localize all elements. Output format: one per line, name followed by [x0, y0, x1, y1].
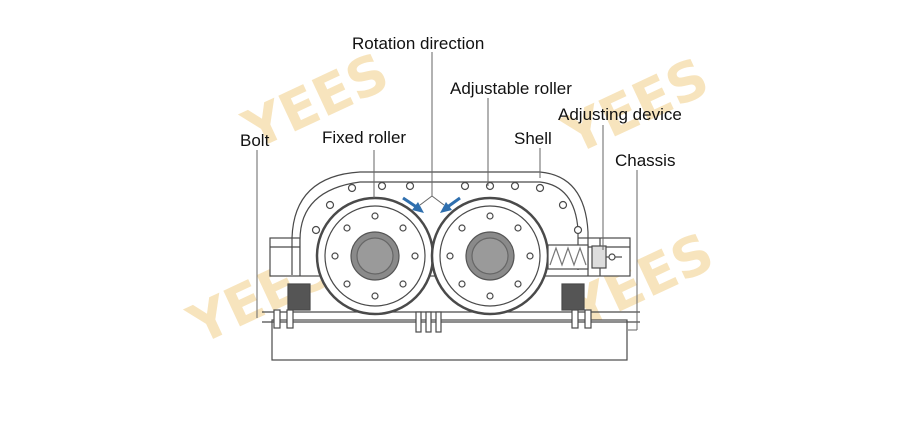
left-bearing-block [287, 283, 311, 311]
label-rotation-direction: Rotation direction [352, 34, 484, 53]
fixed-roller [315, 196, 435, 316]
leader-lines [256, 52, 638, 331]
label-chassis: Chassis [615, 151, 675, 170]
adjustable-roller [430, 196, 550, 316]
label-fixed-roller: Fixed roller [322, 128, 406, 147]
label-adjustable-roller: Adjustable roller [450, 79, 572, 98]
anchor-bolts [273, 309, 592, 333]
label-adjusting-device: Adjusting device [558, 105, 682, 124]
adjusting-device [547, 244, 622, 270]
arrow-left-head [412, 202, 424, 213]
right-bearing-block [561, 283, 585, 311]
arrow-right-head [440, 202, 452, 213]
rotation-arrows [402, 196, 461, 213]
label-shell: Shell [514, 129, 552, 148]
chassis-base [271, 319, 628, 361]
label-bolt: Bolt [240, 131, 270, 150]
shell-bolts [311, 181, 583, 235]
shell-outline [291, 171, 589, 276]
